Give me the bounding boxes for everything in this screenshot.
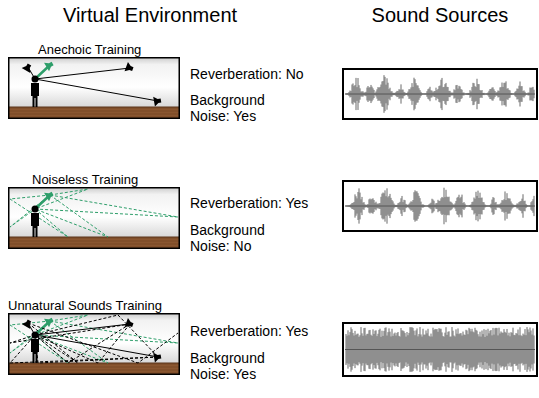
waveform [342,180,539,232]
listener-body [31,83,39,107]
floor-grain [8,238,180,239]
floor-grain [8,373,180,374]
floor-grain [8,367,180,368]
waveform-axis [345,206,535,207]
sound-path [35,321,178,343]
speaker-icon [44,315,55,327]
wood-floor [8,107,180,119]
waveform-axis [345,94,535,95]
room-wall [8,313,180,363]
floor-grain [8,364,180,365]
column-title: Sound Sources [340,4,539,27]
sound-path [28,323,178,363]
floor-grain [8,370,180,371]
wood-floor [8,237,180,249]
room-wall [8,57,180,107]
listener-head [32,76,39,83]
speaker-icon [22,318,34,329]
room-frame [9,188,180,249]
wood-floor [8,363,180,375]
speaker-icon [153,96,162,107]
training-panel: Anechoic Training [8,40,180,119]
waveform-frame [343,69,537,119]
floor-grain [8,111,180,112]
speaker-icon [125,318,135,330]
condition-label: Background Noise: Yes [190,92,276,124]
sound-path [10,195,50,227]
floor-grain [8,244,180,245]
waveform-axis [345,349,535,350]
sound-path [35,195,108,237]
sound-path [35,79,158,101]
listener-head [32,206,39,213]
room-illustration [8,313,180,375]
speaker-icon [44,189,55,201]
sound-path [10,195,68,237]
speaker-icon [44,59,55,71]
condition-label: Reverberation: No [190,66,335,82]
floor-grain [8,117,180,118]
panel-heading: Noiseless Training [8,172,138,187]
training-panel: Noiseless Training [8,170,180,249]
room-illustration [8,187,180,249]
waveform-frame [343,181,537,231]
panel-heading: Anechoic Training [8,42,141,57]
condition-label: Background Noise: Yes [190,350,276,382]
speaker-icon [153,352,162,363]
sound-path [35,335,158,363]
waveform-frame [343,323,537,376]
column-title: Virtual Environment [10,4,290,27]
floor-grain [8,241,180,242]
training-panel: Unnatural Sounds Training [8,296,180,375]
condition-label: Reverberation: Yes [190,323,335,339]
sound-path [35,189,88,209]
speaker-icon [22,62,34,73]
sound-path [35,195,178,217]
condition-label: Background Noise: No [190,222,276,254]
waveform [342,322,539,377]
listener-head [32,332,39,339]
condition-label: Reverberation: Yes [190,195,335,211]
sound-path [10,335,158,363]
listener-body [31,339,39,363]
waveform [342,68,539,120]
panel-heading: Unnatural Sounds Training [8,298,162,313]
room-frame [9,314,180,375]
floor-grain [8,114,180,115]
floor-grain [8,247,180,248]
listener-body [31,213,39,237]
sound-path [28,323,78,363]
sound-path [35,335,158,357]
floor-grain [8,108,180,109]
speaker-icon [125,62,135,74]
room-frame [9,58,180,119]
room-illustration [8,57,180,119]
room-wall [8,187,180,237]
sound-path [35,315,158,357]
